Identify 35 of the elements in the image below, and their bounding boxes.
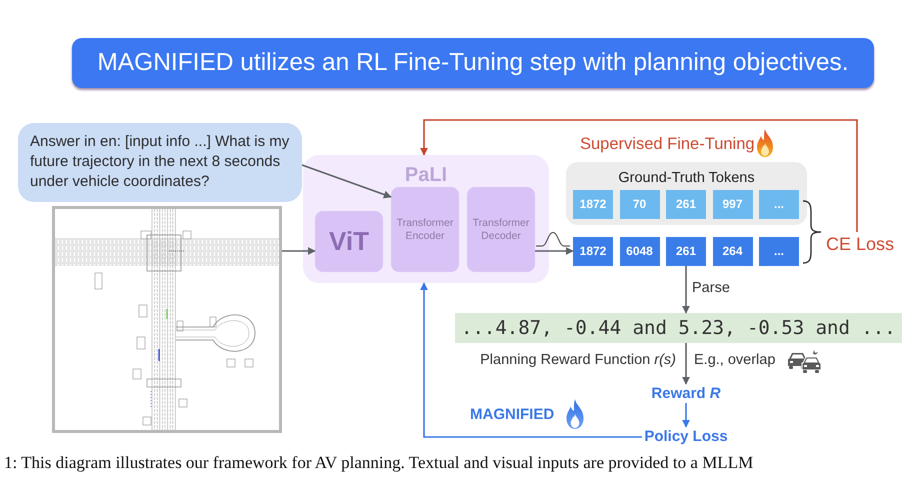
group-title: Ground-Truth Tokens — [617, 169, 756, 187]
annotation-text: MAGNIFIED — [470, 405, 554, 425]
transformer-block: Transformer Decoder — [467, 187, 535, 272]
token: 1872 — [573, 237, 613, 266]
token: ... — [759, 237, 799, 266]
arrow — [535, 247, 574, 255]
arrow — [420, 119, 858, 232]
vit-block: ViT — [315, 211, 383, 272]
arrow — [302, 164, 392, 198]
annotation-text: E.g., overlap — [694, 351, 776, 370]
token: 264 — [712, 237, 752, 266]
reward-text: Reward R — [640, 384, 732, 403]
token-group — [566, 162, 807, 225]
road-map-picture — [52, 206, 282, 433]
token: 261 — [666, 190, 706, 219]
annotation-text: Supervised Fine-Tuning — [580, 134, 755, 154]
model-title: PaLI — [404, 163, 448, 187]
figure-caption: 1: This diagram illustrates our framework for AV planning. Textual and visual inputs are provided to a MLLM — [4, 452, 754, 474]
model-container — [303, 155, 549, 283]
arrow — [682, 343, 690, 385]
token: 1872 — [573, 190, 613, 219]
token: 70 — [620, 190, 660, 219]
arrow — [682, 403, 690, 428]
question-bubble: Answer in en: [input info ...] What is my future trajectory in the next 8 seconds under vehicle coordinates? — [18, 123, 302, 202]
title-banner: MAGNIFIED utilizes an RL Fine-Tuning step with planning objectives. — [72, 38, 874, 88]
token: 6048 — [620, 237, 660, 266]
transformer-block: Transformer Encoder — [391, 187, 459, 272]
token: ... — [759, 190, 799, 219]
arrow — [420, 282, 642, 438]
token: 997 — [712, 190, 752, 219]
arrow — [682, 266, 690, 314]
number-sequence: ...4.87, -0.44 and 5.23, -0.53 and ... — [455, 313, 902, 343]
arrow — [282, 247, 316, 255]
token: 261 — [666, 237, 706, 266]
loss-text: Policy Loss — [642, 427, 730, 447]
